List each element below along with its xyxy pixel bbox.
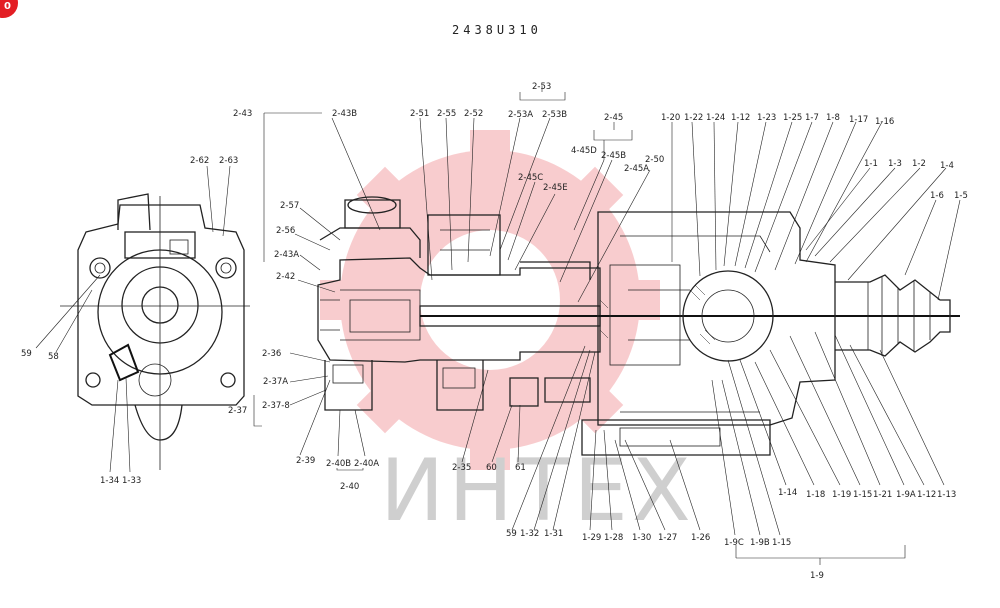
- label-1-15-bottom: 1-15: [772, 538, 791, 548]
- label-1-8: 1-8: [826, 113, 840, 123]
- label-1-32: 1-32: [520, 529, 539, 539]
- label-2-55: 2-55: [437, 109, 456, 119]
- label-1-29: 1-29: [582, 533, 601, 543]
- label-1-9A: 1-9A: [896, 490, 916, 500]
- label-1-12-bottom: 1-12: [917, 490, 936, 500]
- label-1-15: 1-15: [853, 490, 872, 500]
- label-1-24: 1-24: [706, 113, 725, 123]
- label-1-22: 1-22: [684, 113, 703, 123]
- label-59-left: 59: [21, 349, 32, 359]
- label-2-35: 2-35: [452, 463, 471, 473]
- label-2-62: 2-62: [190, 156, 209, 166]
- label-2-45A: 2-45A: [624, 164, 649, 174]
- label-1-21: 1-21: [873, 490, 892, 500]
- label-1-9: 1-9: [810, 571, 824, 581]
- flange-end-view: [60, 193, 250, 470]
- label-1-2: 1-2: [912, 159, 926, 169]
- label-2-39: 2-39: [296, 456, 315, 466]
- label-1-18: 1-18: [806, 490, 825, 500]
- label-1-13: 1-13: [937, 490, 956, 500]
- label-2-37-8: 2-37-8: [262, 401, 290, 411]
- label-2-40A: 2-40A: [354, 459, 379, 469]
- label-1-7: 1-7: [805, 113, 819, 123]
- label-1-1: 1-1: [864, 159, 878, 169]
- label-1-25: 1-25: [783, 113, 802, 123]
- drawing-title: 2438U310: [452, 23, 542, 37]
- label-1-16: 1-16: [875, 117, 894, 127]
- label-60: 60: [486, 463, 497, 473]
- label-2-43: 2-43: [233, 109, 252, 119]
- label-2-57: 2-57: [280, 201, 299, 211]
- label-1-30: 1-30: [632, 533, 651, 543]
- label-2-36: 2-36: [262, 349, 281, 359]
- leader-lines: [35, 86, 961, 565]
- label-1-9B: 1-9B: [750, 538, 770, 548]
- label-2-42: 2-42: [276, 272, 295, 282]
- label-2-45B: 2-45B: [601, 151, 626, 161]
- label-1-27: 1-27: [658, 533, 677, 543]
- label-1-3: 1-3: [888, 159, 902, 169]
- label-2-37: 2-37: [228, 406, 247, 416]
- label-61: 61: [515, 463, 526, 473]
- valve-assembly-section: [317, 196, 960, 456]
- label-2-63: 2-63: [219, 156, 238, 166]
- label-1-19: 1-19: [832, 490, 851, 500]
- label-1-33: 1-33: [122, 476, 141, 486]
- label-2-45E: 2-45E: [543, 183, 568, 193]
- label-2-40: 2-40: [340, 482, 359, 492]
- corner-badge: 0: [0, 0, 18, 18]
- label-1-12-top: 1-12: [731, 113, 750, 123]
- label-58: 58: [48, 352, 59, 362]
- watermark-text: ИНТЕХ: [380, 441, 695, 541]
- label-2-40B: 2-40B: [326, 459, 351, 469]
- label-2-43A: 2-43A: [274, 250, 299, 260]
- label-1-9C: 1-9C: [724, 538, 744, 548]
- label-2-51: 2-51: [410, 109, 429, 119]
- label-1-28: 1-28: [604, 533, 623, 543]
- label-2-53A: 2-53A: [508, 110, 533, 120]
- label-1-31: 1-31: [544, 529, 563, 539]
- label-59-bottom: 59: [506, 529, 517, 539]
- label-2-50: 2-50: [645, 155, 664, 165]
- label-1-6: 1-6: [930, 191, 944, 201]
- label-2-43B: 2-43B: [332, 109, 357, 119]
- label-2-45: 2-45: [604, 113, 623, 123]
- label-1-26: 1-26: [691, 533, 710, 543]
- label-1-4: 1-4: [940, 161, 954, 171]
- label-1-14: 1-14: [778, 488, 797, 498]
- label-4-45D: 4-45D: [571, 146, 597, 156]
- part-labels: 2-53 2-53A 2-53B 2-43 2-43B 2-51 2-55 2-…: [21, 82, 968, 581]
- label-1-20: 1-20: [661, 113, 680, 123]
- label-2-53: 2-53: [532, 82, 551, 92]
- label-2-56: 2-56: [276, 226, 295, 236]
- label-2-45C: 2-45C: [518, 173, 543, 183]
- label-1-17: 1-17: [849, 115, 868, 125]
- label-1-34: 1-34: [100, 476, 119, 486]
- label-1-23: 1-23: [757, 113, 776, 123]
- badge-text: 0: [4, 1, 11, 12]
- label-1-5: 1-5: [954, 191, 968, 201]
- label-2-37A: 2-37A: [263, 377, 288, 387]
- label-2-53B: 2-53B: [542, 110, 567, 120]
- label-2-52: 2-52: [464, 109, 483, 119]
